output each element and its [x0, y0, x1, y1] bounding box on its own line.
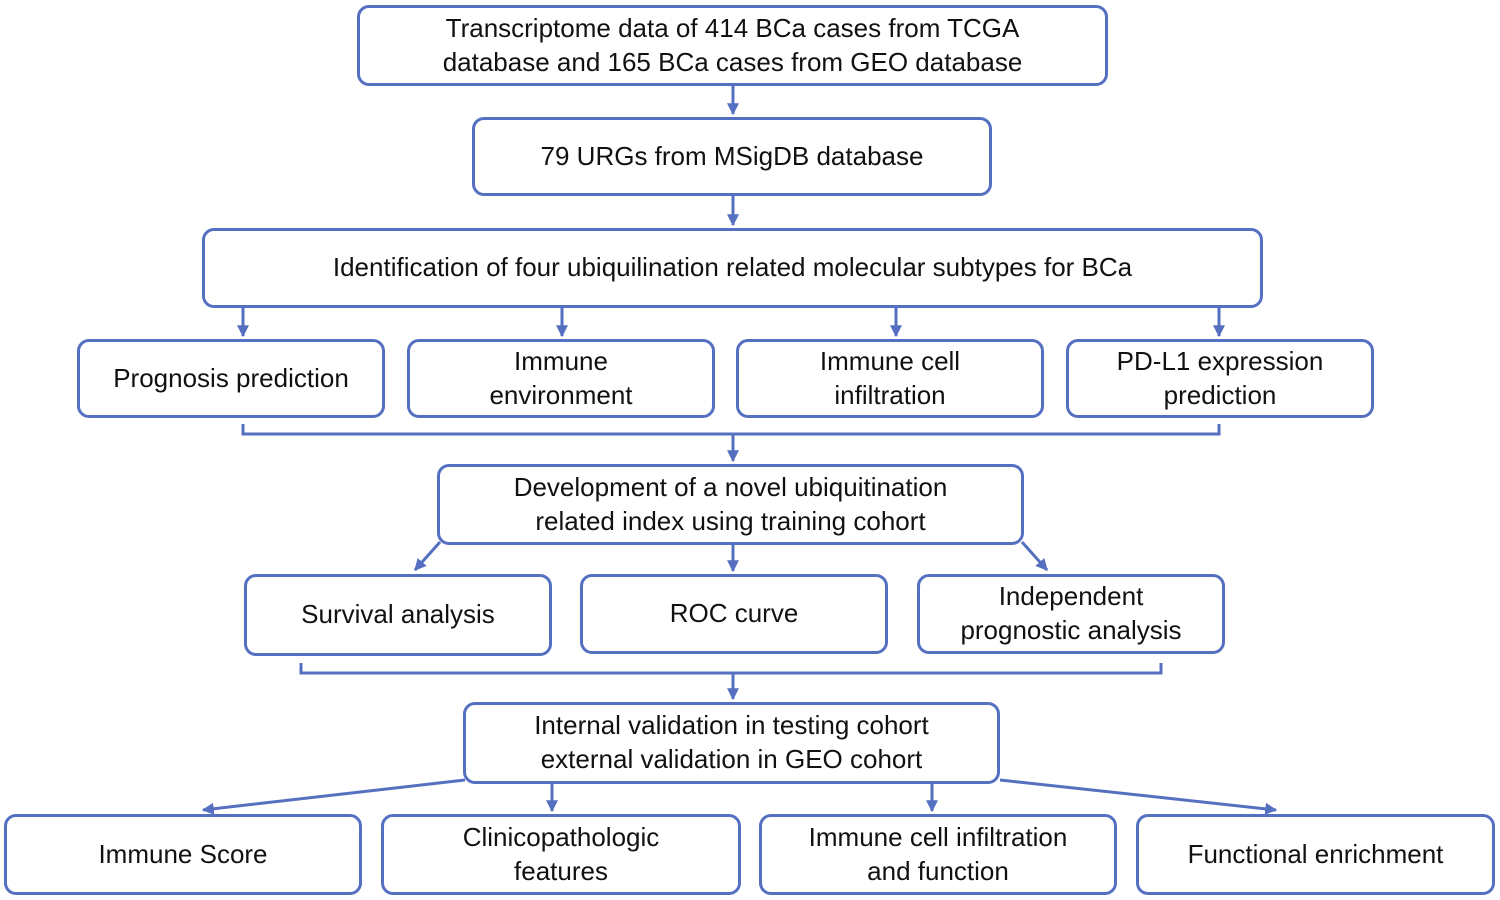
node-line: PD-L1 expression [1116, 345, 1324, 376]
arrow-n5-to-n6a [413, 541, 442, 571]
node-line: infiltration [834, 379, 946, 410]
arrow-n7-to-n8d [999, 778, 1278, 815]
node-functional-enrichment: Functional enrichment [1136, 814, 1495, 895]
node-line: related index using training cohort [535, 505, 926, 536]
bracket-row6 [299, 663, 1163, 675]
node-line: and function [867, 855, 1009, 886]
node-roc-curve: ROC curve [580, 574, 888, 654]
node-survival-analysis: Survival analysis [244, 574, 552, 656]
arrow-n7-to-n8a [201, 778, 466, 815]
node-line: prognostic analysis [960, 615, 1182, 645]
node-line: Immune cell infiltration [808, 821, 1068, 852]
node-subtypes: Identification of four ubiquilination re… [202, 228, 1263, 308]
node-line: Transcriptome data of 414 BCa cases from… [445, 12, 1020, 43]
node-line: environment [489, 379, 633, 410]
node-transcriptome-data: Transcriptome data of 414 BCa cases from… [357, 5, 1108, 86]
node-line: Immune [514, 345, 608, 376]
node-line: Independent [998, 581, 1144, 612]
node-immune-score: Immune Score [4, 814, 362, 895]
node-line: Functional enrichment [1187, 838, 1444, 869]
node-line: Identification of four ubiquilination re… [332, 252, 1133, 283]
node-line: Prognosis prediction [113, 362, 349, 393]
arrow-n5-to-n6c [1020, 541, 1049, 571]
node-line: Internal validation in testing cohort [534, 710, 929, 741]
node-prognosis-prediction: Prognosis prediction [77, 339, 385, 418]
node-line: 79 URGs from MSigDB database [540, 140, 924, 171]
node-line: Immune Score [98, 838, 268, 869]
node-line: Survival analysis [301, 599, 495, 630]
node-urgs: 79 URGs from MSigDB database [472, 117, 992, 196]
node-line: prediction [1163, 379, 1277, 410]
node-line: Development of a novel ubiquitination [513, 471, 948, 502]
node-line: Immune cell [819, 345, 961, 376]
node-line: Clinicopathologic [462, 821, 660, 852]
node-line: external validation in GEO cohort [540, 744, 923, 774]
bracket-row4 [241, 424, 1221, 436]
node-line: features [514, 855, 608, 886]
node-line: database and 165 BCa cases from GEO data… [442, 46, 1023, 77]
node-line: ROC curve [669, 598, 799, 629]
